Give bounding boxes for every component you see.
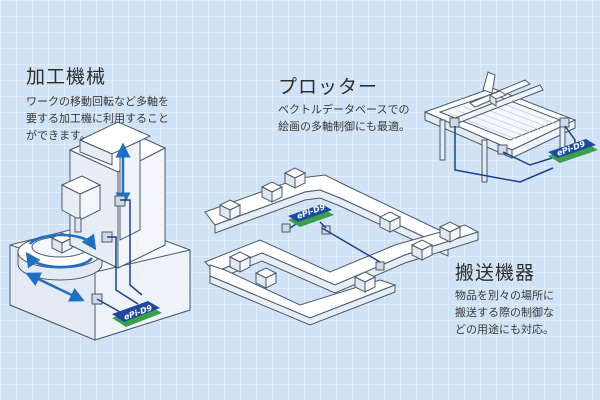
plotter-controller-board: ePi-D9 xyxy=(548,139,598,163)
plotter-description-line: 絵画の多軸制御にも最適。 xyxy=(278,120,410,133)
plotter-illustration xyxy=(423,71,577,183)
machining-controller-board: ePi-D9 xyxy=(112,301,162,327)
machining-description-line: 要する加工機に利用すること xyxy=(26,112,169,125)
plotter-description: ベクトルデータベースでの 絵画の多軸制御にも最適。 xyxy=(278,101,448,135)
conveyor-illustration xyxy=(204,174,480,326)
conveyor-wires xyxy=(289,221,381,263)
machining-motion-arrows xyxy=(25,142,131,302)
machining-description-line: ができます。 xyxy=(26,129,91,142)
conveyor-packages xyxy=(218,167,462,293)
plotter-title: プロッター xyxy=(278,76,379,98)
machining-center-illustration xyxy=(9,121,191,341)
conveyor-description-line: 搬送する際の制御な xyxy=(455,306,554,319)
conveyor-controller-board: ePi-D9 xyxy=(288,202,334,227)
conveyor-description-line: どの用途にも対応。 xyxy=(455,323,554,336)
machining-wires xyxy=(96,199,143,313)
machining-description: ワークの移動回転など多軸を 要する加工機に利用すること ができます。 xyxy=(26,93,196,144)
conveyor-title: 搬送機器 xyxy=(455,262,536,284)
machining-description-line: ワークの移動回転など多軸を xyxy=(26,95,169,108)
conveyor-description-line: 物品を別々の場所に xyxy=(455,289,554,302)
machining-title: 加工機械 xyxy=(26,66,107,88)
conveyor-description: 物品を別々の場所に 搬送する際の制御な どの用途にも対応。 xyxy=(455,287,595,338)
plotter-description-line: ベクトルデータベースでの xyxy=(278,103,410,116)
plotter-motor-units xyxy=(449,117,570,155)
